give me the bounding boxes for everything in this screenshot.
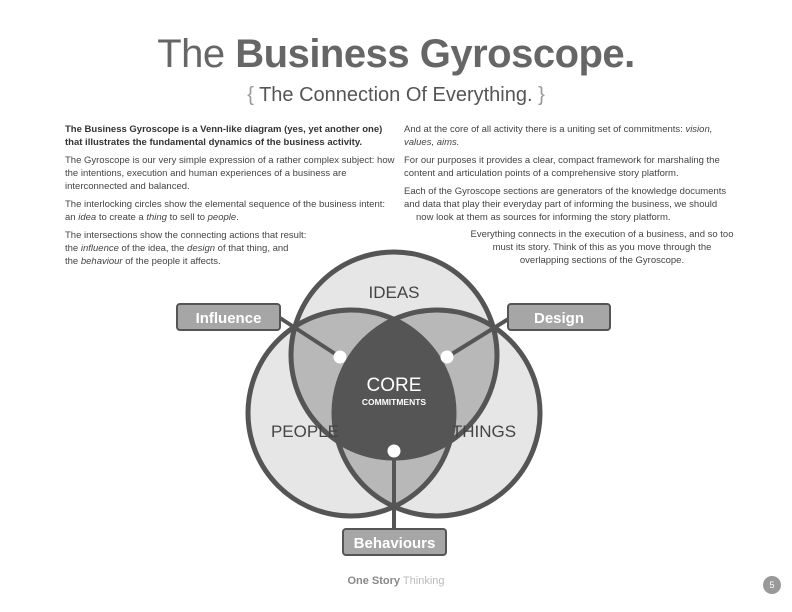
left-p4-design: design: [187, 243, 216, 254]
subtitle-text: The Connection Of Everything.: [259, 84, 533, 106]
left-column: The Business Gyroscope is a Venn-like di…: [65, 123, 395, 273]
left-p3-idea: idea: [78, 212, 97, 223]
right-column: And at the core of all activity there is…: [404, 123, 728, 229]
right-p3-b: now look at them as sources for informin…: [416, 212, 671, 223]
left-p3: The interlocking circles show the elemen…: [65, 198, 395, 224]
right-p1-a: And at the core of all activity there is…: [404, 124, 686, 135]
influence-connector: [278, 316, 342, 359]
subtitle-open-brace: {: [247, 84, 260, 106]
right-p4: Everything connects in the execution of …: [440, 228, 764, 267]
things-outline: [331, 307, 543, 519]
right-p1-italic: vision, values, aims.: [404, 124, 713, 148]
page-title: The Business Gyroscope.: [0, 32, 792, 77]
left-p2: The Gyroscope is our very simple express…: [65, 155, 395, 192]
left-p4-f: of the people it affects.: [122, 256, 221, 267]
left-p4-behaviour: behaviour: [80, 256, 123, 267]
left-p4-influence: influence: [80, 243, 119, 254]
left-p3-c: to sell to: [166, 212, 208, 223]
right-p1: And at the core of all activity there is…: [404, 123, 728, 149]
right-p4-a: Everything connects in the execution of …: [470, 229, 734, 240]
ideas-label: IDEAS: [368, 283, 419, 302]
design-label: Design: [534, 310, 584, 327]
people-label: PEOPLE: [271, 422, 339, 441]
title-bold: Business Gyroscope.: [235, 32, 635, 76]
left-p4-c: of the idea, the: [118, 243, 188, 254]
design-connector: [445, 316, 512, 359]
page-number: 5: [763, 576, 781, 594]
right-p3: Each of the Gyroscope sections are gener…: [404, 185, 728, 224]
left-p3-people: people: [207, 212, 237, 223]
people-outline: [245, 307, 457, 519]
right-p4-b: must its story. Think of this as you mov…: [492, 242, 712, 253]
footer-brand-a: One Story: [347, 575, 401, 587]
design-dot: [440, 350, 454, 364]
left-p4-a: The intersections show the connecting ac…: [65, 230, 307, 241]
left-p4-e: the: [65, 256, 81, 267]
core-label: CORE: [367, 375, 422, 396]
footer-brand-b: Thinking: [400, 575, 445, 587]
influence-label-box: [176, 303, 281, 331]
left-p3-thing: thing: [146, 212, 167, 223]
influence-label: Influence: [196, 310, 262, 327]
subtitle-close-brace: }: [532, 84, 545, 106]
things-label: THINGS: [452, 422, 516, 441]
right-p3-a: Each of the Gyroscope sections are gener…: [404, 186, 727, 210]
right-p2: For our purposes it provides a clear, co…: [404, 155, 720, 179]
behaviours-label-box: [342, 528, 447, 556]
left-p3-b: to create a: [96, 212, 147, 223]
behaviours-dot: [387, 444, 401, 458]
page-subtitle: { The Connection Of Everything. }: [0, 84, 792, 107]
design-label-box: [507, 303, 611, 331]
influence-dot: [333, 350, 347, 364]
left-p4: The intersections show the connecting ac…: [65, 229, 395, 268]
left-p4-d: of that thing, and: [215, 243, 289, 254]
title-light: The: [157, 32, 236, 76]
right-p4-c: overlapping sections of the Gyroscope.: [519, 255, 685, 266]
commitments-label: COMMITMENTS: [362, 397, 427, 407]
footer-brand: One Story Thinking: [0, 575, 792, 587]
left-p1: The Business Gyroscope is a Venn-like di…: [65, 124, 383, 148]
left-p3-d: .: [236, 212, 239, 223]
left-p4-b: the: [65, 243, 81, 254]
behaviours-label: Behaviours: [354, 535, 436, 552]
core-region: [334, 310, 454, 458]
left-p3-a: The interlocking circles show the elemen…: [65, 199, 386, 223]
